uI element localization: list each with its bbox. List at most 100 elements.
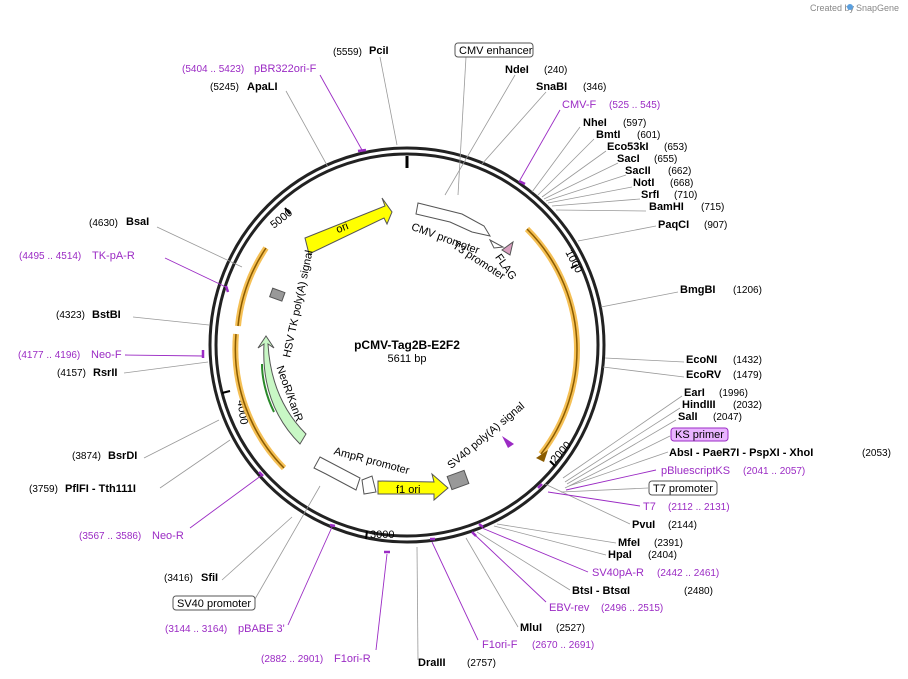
svg-text:(2112 .. 2131): (2112 .. 2131) bbox=[668, 502, 730, 513]
orf-arc-e2f2-line bbox=[526, 228, 578, 455]
svg-text:Neo-F: Neo-F bbox=[91, 349, 122, 361]
svg-text:F1ori-R: F1ori-R bbox=[334, 653, 371, 665]
svg-text:pBluescriptKS: pBluescriptKS bbox=[661, 465, 730, 477]
svg-text:HpaI: HpaI bbox=[608, 549, 632, 561]
svg-text:(346): (346) bbox=[583, 82, 606, 93]
svg-text:(2032): (2032) bbox=[733, 400, 762, 411]
svg-text:(3144 .. 3164): (3144 .. 3164) bbox=[165, 624, 227, 635]
svg-text:MfeI: MfeI bbox=[618, 537, 640, 549]
primer-ticks bbox=[201, 148, 543, 554]
svg-text:(1479): (1479) bbox=[733, 370, 762, 381]
svg-text:BamHI: BamHI bbox=[649, 201, 684, 213]
svg-text:NotI: NotI bbox=[633, 177, 654, 189]
svg-text:(601): (601) bbox=[637, 130, 660, 141]
svg-text:TK-pA-R: TK-pA-R bbox=[92, 250, 135, 262]
svg-text:(240): (240) bbox=[544, 65, 567, 76]
plasmid-length: 5611 bp bbox=[388, 353, 427, 365]
enzyme-labels: (5559) PciI NdeI (240) SnaBI (346) (5245… bbox=[29, 45, 891, 669]
svg-text:(2527): (2527) bbox=[556, 623, 585, 634]
orf-arc-b-line bbox=[234, 333, 285, 469]
svg-text:CMV-F: CMV-F bbox=[562, 99, 597, 111]
sv40-promoter-label: SV40 promoter bbox=[177, 598, 251, 610]
t7-promoter-label: T7 promoter bbox=[653, 483, 713, 495]
orf-arc-a-line bbox=[237, 247, 267, 327]
orf-arc-a bbox=[235, 246, 269, 327]
svg-text:(655): (655) bbox=[654, 154, 677, 165]
primer-labels: (5404 .. 5423) pBR322ori-F CMV-F (525 ..… bbox=[18, 63, 805, 665]
neor-kanr-feature bbox=[257, 335, 307, 445]
hsv-tk-polya-feature bbox=[269, 287, 286, 302]
svg-text:(5245): (5245) bbox=[210, 82, 239, 93]
svg-text:EBV-rev: EBV-rev bbox=[549, 602, 590, 614]
svg-text:(907): (907) bbox=[704, 220, 727, 231]
cmv-enhancer-label: CMV enhancer bbox=[459, 45, 533, 57]
enzyme-connectors bbox=[123, 56, 685, 661]
svg-text:(653): (653) bbox=[664, 142, 687, 153]
ori-label: ori bbox=[334, 220, 350, 236]
svg-text:BmtI: BmtI bbox=[596, 129, 620, 141]
ks-primer-label: KS primer bbox=[675, 429, 724, 441]
svg-text:BstBI: BstBI bbox=[92, 309, 121, 321]
svg-text:3000: 3000 bbox=[370, 529, 394, 541]
svg-text:pBR322ori-F: pBR322ori-F bbox=[254, 63, 317, 75]
ampr-promoter-feature bbox=[313, 456, 361, 491]
svg-text:PvuI: PvuI bbox=[632, 519, 655, 531]
orf-arrowhead bbox=[536, 450, 548, 462]
svg-text:(2144): (2144) bbox=[668, 520, 697, 531]
svg-text:(2047): (2047) bbox=[713, 412, 742, 423]
boxed-labels: CMV enhancer KS primer T7 promoter SV40 … bbox=[172, 42, 729, 611]
cmv-promoter-feature bbox=[415, 202, 492, 237]
svg-text:(2670 .. 2691): (2670 .. 2691) bbox=[532, 640, 594, 651]
f1-ori-feature bbox=[377, 472, 449, 502]
svg-text:(3759): (3759) bbox=[29, 484, 58, 495]
svg-text:ApaLI: ApaLI bbox=[247, 81, 278, 93]
svg-text:(2404): (2404) bbox=[648, 550, 677, 561]
svg-text:Neo-R: Neo-R bbox=[152, 530, 184, 542]
svg-text:F1ori-F: F1ori-F bbox=[482, 639, 518, 651]
svg-text:SnaBI: SnaBI bbox=[536, 81, 567, 93]
snapgene-logo-icon bbox=[847, 4, 853, 10]
svg-text:PaqCI: PaqCI bbox=[658, 219, 689, 231]
svg-text:(2041 .. 2057): (2041 .. 2057) bbox=[743, 466, 805, 477]
flag-feature bbox=[501, 240, 514, 256]
svg-text:(3874): (3874) bbox=[72, 451, 101, 462]
svg-text:SrfI: SrfI bbox=[641, 189, 659, 201]
svg-text:SalI: SalI bbox=[678, 411, 698, 423]
cmv-enhancer-box bbox=[454, 42, 534, 58]
svg-text:(2442 .. 2461): (2442 .. 2461) bbox=[657, 568, 719, 579]
svg-text:PciI: PciI bbox=[369, 45, 389, 57]
credit-brand: SnapGene bbox=[856, 3, 899, 13]
svg-text:(5559): (5559) bbox=[333, 47, 362, 58]
neor-orf-line bbox=[261, 363, 275, 413]
svg-text:(597): (597) bbox=[623, 118, 646, 129]
svg-text:EcoRV: EcoRV bbox=[686, 369, 722, 381]
ampr-feature-small bbox=[361, 475, 377, 495]
tick-3000: 3000 bbox=[365, 529, 394, 541]
hsv-tk-polya-label: HSV TK poly(A) signal bbox=[281, 249, 315, 358]
svg-text:(3567 .. 3586): (3567 .. 3586) bbox=[79, 531, 141, 542]
svg-text:(2480): (2480) bbox=[684, 586, 713, 597]
svg-text:EarI: EarI bbox=[684, 387, 705, 399]
svg-text:SacII: SacII bbox=[625, 165, 651, 177]
svg-text:(5404 .. 5423): (5404 .. 5423) bbox=[182, 64, 244, 75]
ks-primer-box bbox=[670, 427, 729, 442]
svg-text:SfiI: SfiI bbox=[201, 572, 218, 584]
svg-text:(525 .. 545): (525 .. 545) bbox=[609, 100, 660, 111]
svg-text:(2496 .. 2515): (2496 .. 2515) bbox=[601, 603, 663, 614]
svg-text:(2882 .. 2901): (2882 .. 2901) bbox=[261, 654, 323, 665]
svg-text:(662): (662) bbox=[668, 166, 691, 177]
svg-text:(4157): (4157) bbox=[57, 368, 86, 379]
ks-primer-mark bbox=[502, 436, 514, 448]
svg-text:T7: T7 bbox=[643, 501, 656, 513]
svg-text:(4495 .. 4514): (4495 .. 4514) bbox=[19, 251, 81, 262]
svg-text:BsrDI: BsrDI bbox=[108, 450, 137, 462]
svg-text:(2053): (2053) bbox=[862, 448, 891, 459]
svg-text:(668): (668) bbox=[670, 178, 693, 189]
svg-text:BmgBI: BmgBI bbox=[680, 284, 715, 296]
plasmid-name: pCMV-Tag2B-E2F2 bbox=[354, 338, 460, 352]
svg-text:HindIII: HindIII bbox=[682, 399, 716, 411]
t7-promoter-box bbox=[648, 480, 718, 496]
svg-text:DraIII: DraIII bbox=[418, 657, 446, 669]
f1-ori-label: f1 ori bbox=[396, 484, 420, 496]
